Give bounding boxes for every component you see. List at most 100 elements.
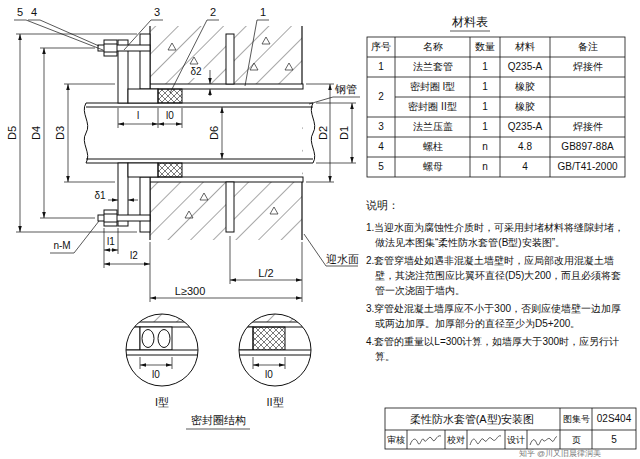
table-cell: 2 xyxy=(378,92,384,102)
table-cell: 1 xyxy=(482,102,488,112)
steel-pipe xyxy=(86,103,313,163)
dimension-label: n-M xyxy=(53,241,70,251)
table-cell: 1 xyxy=(482,82,488,92)
seal-detail-ii xyxy=(233,308,317,322)
table-cell: 螺柱 xyxy=(423,142,443,152)
table-cell: 1 xyxy=(482,122,488,132)
dimension-label: l0 xyxy=(166,111,174,121)
bolt-and-nut xyxy=(104,40,117,56)
bolt-and-nut xyxy=(104,210,117,226)
callout-number: 2 xyxy=(210,7,216,18)
table-cell: 5 xyxy=(378,162,384,172)
flanged-sleeve xyxy=(150,177,303,182)
dimension-lines xyxy=(108,200,118,201)
title-block-grid xyxy=(385,408,636,449)
table-cell: 密封圈 I型 xyxy=(410,82,456,92)
seal-detail-i xyxy=(142,330,154,348)
dimension-lines xyxy=(104,250,118,251)
dimension-lines xyxy=(44,48,45,218)
callout-number: 3 xyxy=(154,7,160,18)
part-label: 迎水面 xyxy=(326,254,359,265)
steel-pipe xyxy=(86,159,313,163)
dimension-label: l0 xyxy=(265,370,273,380)
dimension-label: D5 xyxy=(7,126,18,140)
dimension-lines xyxy=(68,84,69,182)
detail-caption: 密封圈结构 xyxy=(191,415,246,426)
detail-label: I型 xyxy=(155,397,169,408)
steel-pipe xyxy=(86,103,313,107)
dimension-label: D2 xyxy=(318,126,329,140)
detail-label: II型 xyxy=(266,397,283,408)
leader-lines xyxy=(28,20,99,46)
material-table-grid xyxy=(367,37,625,177)
flange-gland xyxy=(118,40,158,226)
dimension-label: l1 xyxy=(107,237,115,247)
table-cell: Q235-A xyxy=(508,62,542,72)
seal-detail-i xyxy=(140,327,172,350)
table-title: 材料表 xyxy=(452,16,488,28)
seal-detail-i xyxy=(118,308,204,386)
table-cell: 1 xyxy=(378,62,384,72)
table-header: 序号 xyxy=(371,42,391,52)
dimension-lines xyxy=(210,89,211,96)
callout-number: 1 xyxy=(260,7,266,18)
leader-lines xyxy=(186,429,250,430)
flange-gland xyxy=(128,163,158,177)
dimension-lines xyxy=(118,124,158,125)
seal-ring xyxy=(158,163,182,177)
dimension-label: D6 xyxy=(209,126,220,140)
flange-gland xyxy=(128,89,158,103)
notes-heading: 说明： xyxy=(366,200,399,211)
title-block-cell: 校对 xyxy=(447,436,465,445)
table-cell: 4 xyxy=(378,142,384,152)
leader-lines xyxy=(124,20,163,50)
concrete-wall xyxy=(150,26,303,240)
note-text: 3.穿管处混凝土墙厚应不小于300，否则应使墙壁一边加厚或两边加厚。加厚部分的直… xyxy=(366,301,630,331)
dimension-label: δ2 xyxy=(188,66,203,78)
dimension-label: D3 xyxy=(55,126,66,140)
signature xyxy=(470,436,501,445)
table-cell: 焊接件 xyxy=(573,122,603,132)
dimension-lines xyxy=(330,84,331,182)
flanged-sleeve xyxy=(140,34,150,89)
seal-detail-i xyxy=(120,322,204,327)
table-cell: 法兰套管 xyxy=(413,62,453,72)
dimension-lines xyxy=(253,365,285,366)
title-block-cell: 页 xyxy=(572,436,581,445)
dimension-label: l2 xyxy=(130,251,138,261)
dimension-lines xyxy=(20,34,21,232)
dimension-label: L≥300 xyxy=(175,286,206,297)
seal-detail-ii xyxy=(231,308,317,386)
seal-ring xyxy=(158,89,182,177)
title-block-cell: 设计 xyxy=(507,436,525,445)
table-cell: 1 xyxy=(482,62,488,72)
table-cell: 法兰压盖 xyxy=(413,122,453,132)
table-cell: 密封圈 II型 xyxy=(408,102,456,112)
material-table-grid xyxy=(367,37,625,177)
bolt-and-nut xyxy=(104,44,117,222)
table-header: 名称 xyxy=(423,42,443,52)
leader-lines xyxy=(450,31,490,32)
title-block-cell: 5 xyxy=(611,435,617,445)
seal-ring xyxy=(158,89,182,103)
signature xyxy=(410,436,441,445)
dimension-lines xyxy=(210,70,211,84)
dimension-lines xyxy=(230,280,302,281)
table-cell: 4.8 xyxy=(518,142,532,152)
signature xyxy=(410,436,557,445)
title-block-cell: 审核 xyxy=(387,436,405,445)
steel-pipe xyxy=(84,103,314,163)
table-cell: 橡胶 xyxy=(515,102,535,112)
flanged-sleeve xyxy=(226,34,234,84)
dimension-lines xyxy=(306,84,356,182)
dimension-label: δ1 xyxy=(94,191,105,201)
table-cell: GB/T41-2000 xyxy=(557,162,617,172)
dimension-lines xyxy=(222,107,223,159)
dimension-label: D4 xyxy=(31,126,42,140)
callout-number: 5 xyxy=(17,7,23,18)
dimension-lines xyxy=(16,34,356,369)
dimension-label: L/2 xyxy=(258,268,273,279)
dimension-lines xyxy=(150,298,302,299)
material-table-grid xyxy=(395,37,550,177)
